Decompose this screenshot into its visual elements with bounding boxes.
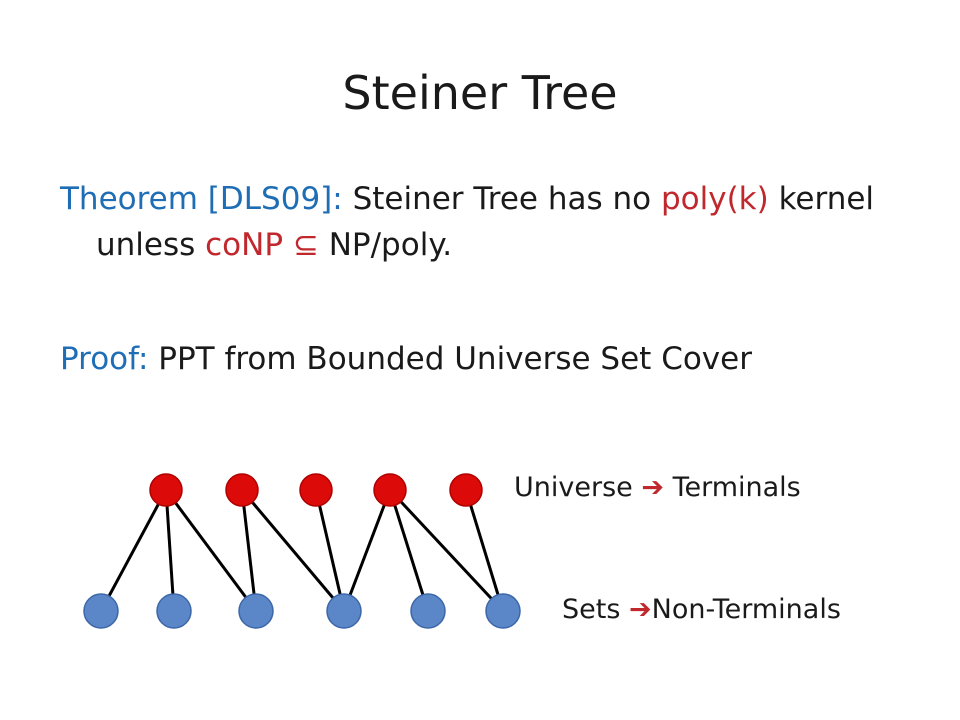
edge-1-2 (240, 489, 258, 612)
sets-nonterminals-label: Sets ➔Non-Terminals (562, 592, 841, 628)
edge-0-1 (164, 489, 176, 612)
poly-k-term: poly(k) (660, 181, 769, 217)
terminal-node-5 (449, 473, 483, 507)
edge-3-4 (388, 489, 430, 612)
universe-terminals-label: Universe ➔ Terminals (514, 470, 801, 506)
non-terminal-node-4 (326, 593, 362, 629)
page-title: Steiner Tree (342, 66, 618, 120)
theorem-label: Theorem [DLS09]: (60, 181, 343, 217)
edge-3-5 (388, 488, 505, 613)
proof-label: Proof: (60, 341, 149, 377)
graph-edges (99, 488, 505, 613)
terminal-node-4 (373, 473, 407, 507)
edge-0-0 (99, 489, 168, 612)
edge-3-3 (342, 489, 392, 612)
terminal-node-1 (149, 473, 183, 507)
right-arrow-icon: ➔ (629, 594, 652, 625)
right-arrow-icon: ➔ (641, 472, 664, 503)
subset-symbol: ⊆ (283, 227, 329, 263)
edge-2-3 (314, 489, 346, 612)
edge-1-3 (240, 489, 346, 612)
proof-paragraph: Proof: PPT from Bounded Universe Set Cov… (60, 336, 920, 382)
edge-0-2 (164, 489, 258, 612)
theorem-text-1: Steiner Tree has no (342, 181, 661, 217)
terminal-node-3 (299, 473, 333, 507)
graph-nodes (83, 473, 521, 629)
proof-text: PPT from Bounded Universe Set Cover (148, 341, 752, 377)
sets-text: Sets (562, 594, 621, 625)
terminals-text: Terminals (672, 472, 801, 503)
np-poly-term: NP/poly (328, 227, 443, 263)
universe-text: Universe (514, 472, 633, 503)
non-terminals-text: Non-Terminals (651, 594, 841, 625)
non-terminal-node-5 (410, 593, 446, 629)
theorem-period: . (442, 227, 453, 263)
slide-body: Theorem [DLS09]: Steiner Tree has no pol… (60, 176, 920, 382)
theorem-text-2: kernel unless (96, 181, 875, 263)
non-terminal-node-3 (238, 593, 274, 629)
conp-term: coNP (205, 227, 284, 263)
terminal-node-2 (225, 473, 259, 507)
theorem-paragraph: Theorem [DLS09]: Steiner Tree has no pol… (60, 176, 920, 268)
edge-4-5 (464, 489, 505, 612)
non-terminal-node-6 (485, 593, 521, 629)
non-terminal-node-2 (156, 593, 192, 629)
non-terminal-node-1 (83, 593, 119, 629)
